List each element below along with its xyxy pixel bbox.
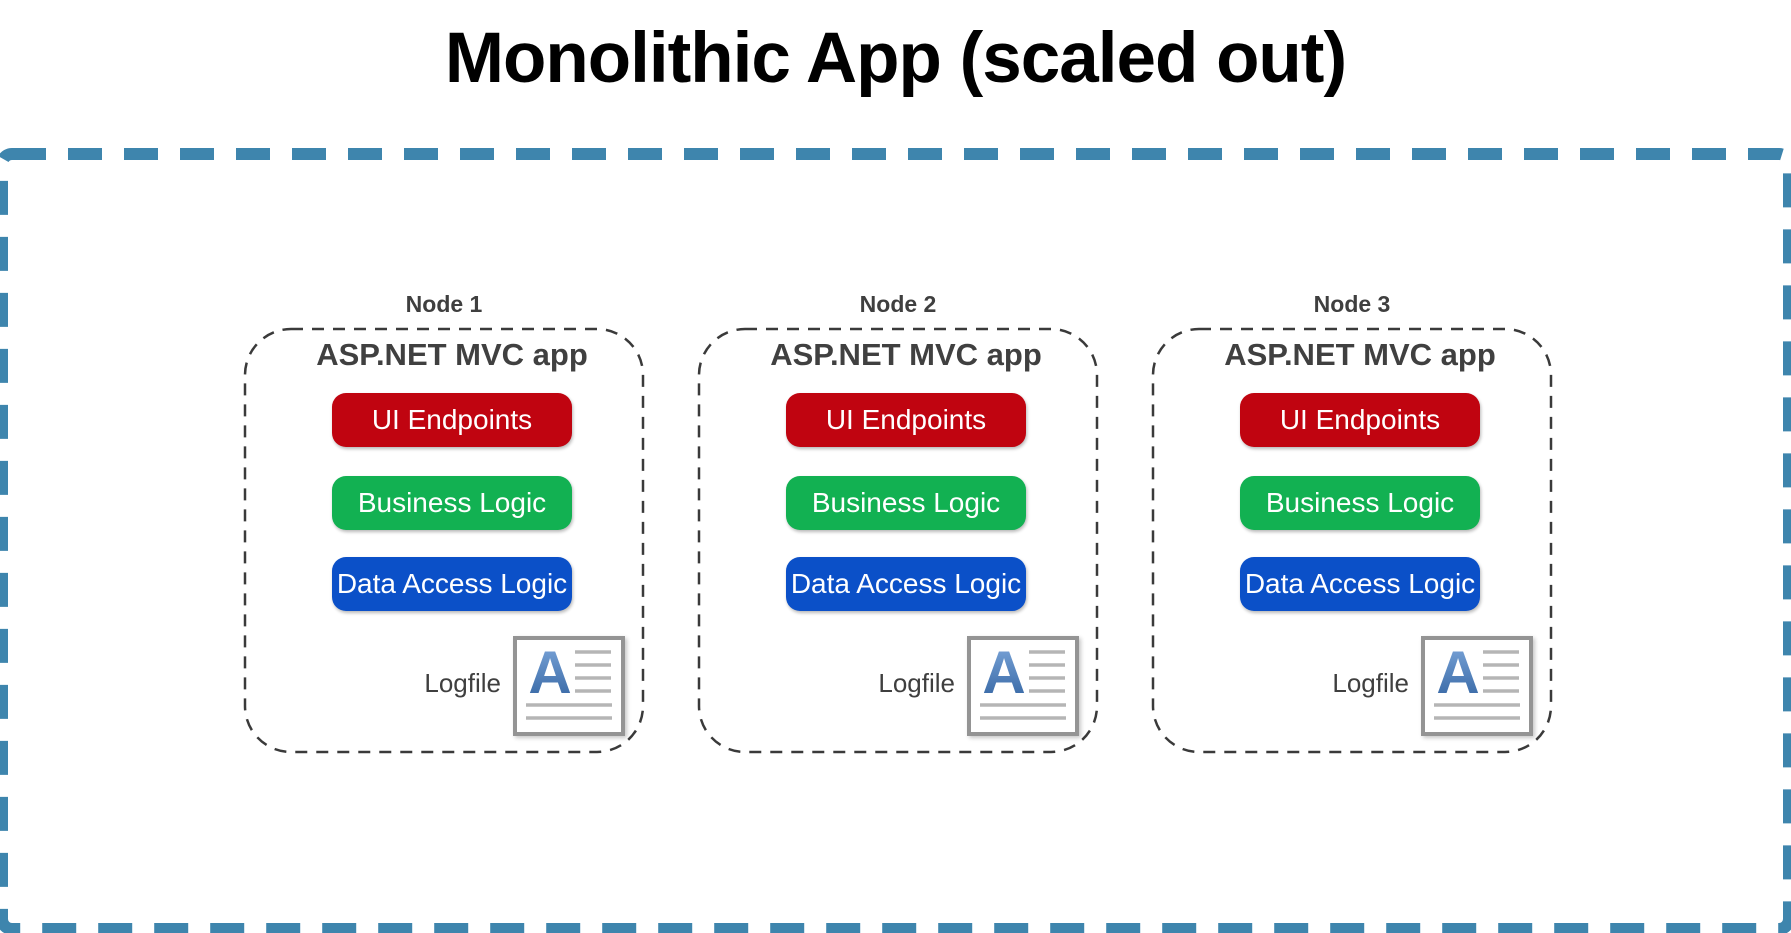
logfile-document-icon: A bbox=[513, 636, 625, 736]
node-2-component-data-access-logic: Data Access Logic bbox=[786, 557, 1026, 611]
node-3-app-title: ASP.NET MVC app bbox=[1224, 337, 1496, 372]
node-3-component-ui-endpoints: UI Endpoints bbox=[1240, 393, 1480, 447]
node-2-logfile-row: Logfile A bbox=[878, 636, 1079, 736]
node-1-component-business-logic: Business Logic bbox=[332, 476, 572, 530]
logfile-label: Logfile bbox=[1332, 667, 1409, 698]
logfile-document-icon: A bbox=[967, 636, 1079, 736]
logfile-document-icon: A bbox=[1421, 636, 1533, 736]
node-1-label: Node 1 bbox=[405, 291, 483, 317]
node-1-app-title: ASP.NET MVC app bbox=[316, 337, 588, 372]
nodes-row: Node 1 ASP.NET MVC app UI Endpoints Busi… bbox=[243, 289, 1553, 754]
diagram-title: Monolithic App (scaled out) bbox=[444, 19, 1347, 98]
node-1-box: ASP.NET MVC app UI Endpoints Business Lo… bbox=[243, 327, 645, 754]
node-1-component-ui-endpoints: UI Endpoints bbox=[332, 393, 572, 447]
svg-text:A: A bbox=[528, 639, 571, 706]
logfile-label: Logfile bbox=[424, 667, 501, 698]
node-2-component-ui-endpoints: UI Endpoints bbox=[786, 393, 1026, 447]
svg-text:A: A bbox=[1436, 639, 1479, 706]
logfile-label: Logfile bbox=[878, 667, 955, 698]
node-3-logfile-row: Logfile A bbox=[1332, 636, 1533, 736]
node-1-logfile-row: Logfile A bbox=[424, 636, 625, 736]
node-2: Node 2 ASP.NET MVC app UI Endpoints Busi… bbox=[697, 289, 1099, 754]
node-2-box: ASP.NET MVC app UI Endpoints Business Lo… bbox=[697, 327, 1099, 754]
node-3: Node 3 ASP.NET MVC app UI Endpoints Busi… bbox=[1151, 289, 1553, 754]
node-1-component-data-access-logic: Data Access Logic bbox=[332, 557, 572, 611]
node-1: Node 1 ASP.NET MVC app UI Endpoints Busi… bbox=[243, 289, 645, 754]
node-3-component-data-access-logic: Data Access Logic bbox=[1240, 557, 1480, 611]
node-3-box: ASP.NET MVC app UI Endpoints Business Lo… bbox=[1151, 327, 1553, 754]
node-2-label: Node 2 bbox=[859, 291, 937, 317]
node-2-app-title: ASP.NET MVC app bbox=[770, 337, 1042, 372]
svg-text:A: A bbox=[982, 639, 1025, 706]
node-3-component-business-logic: Business Logic bbox=[1240, 476, 1480, 530]
node-3-label: Node 3 bbox=[1313, 291, 1391, 317]
node-2-component-business-logic: Business Logic bbox=[786, 476, 1026, 530]
